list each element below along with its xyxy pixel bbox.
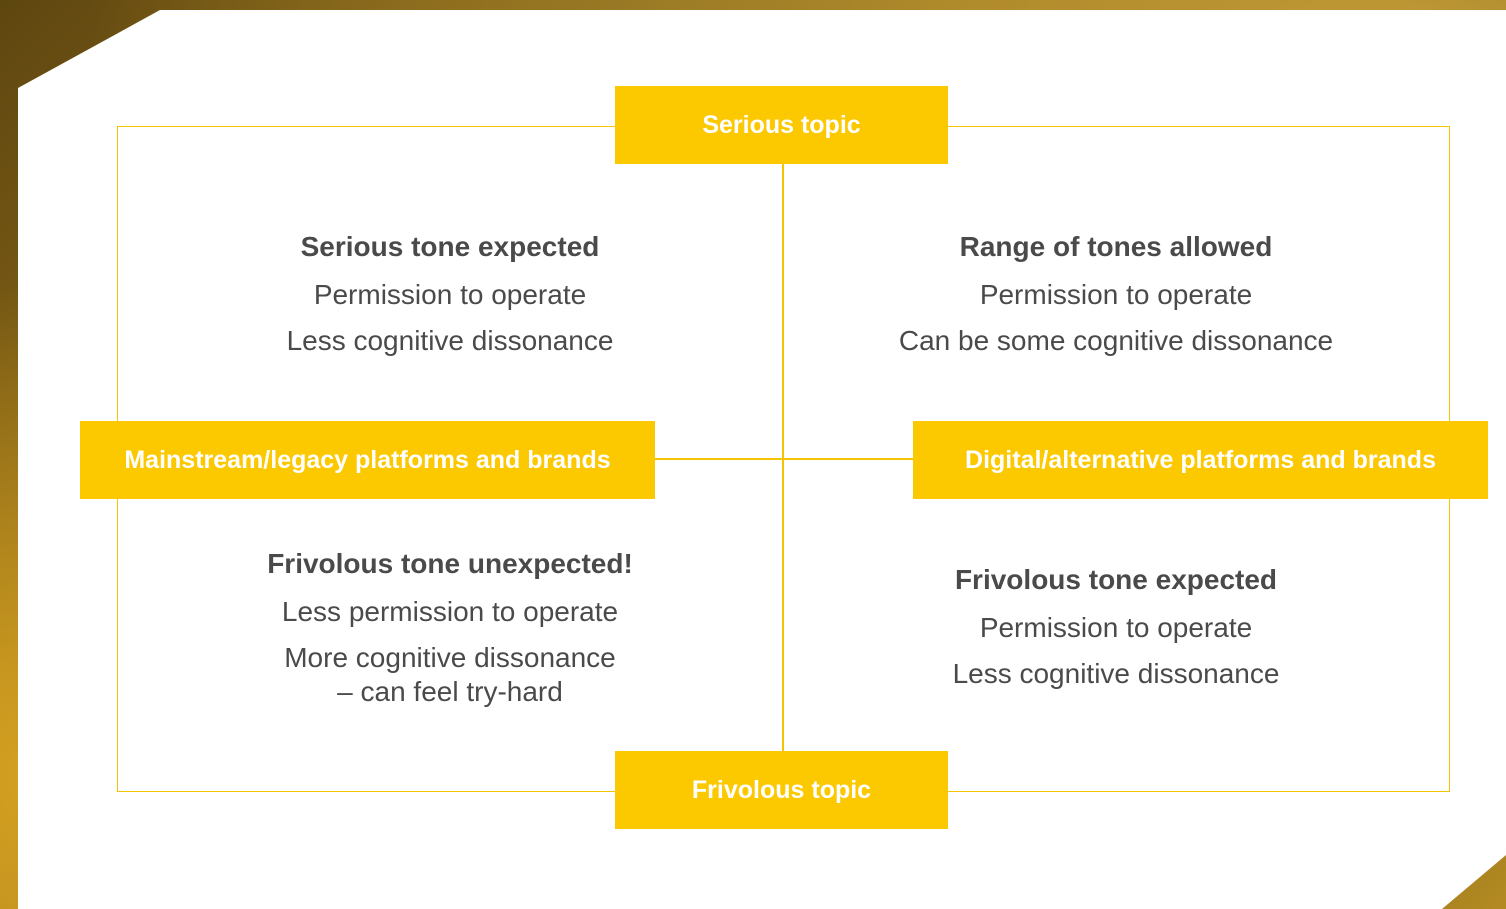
quadrant-title: Range of tones allowed — [959, 231, 1273, 262]
bottom-left-bracket — [117, 498, 617, 792]
quadrant-line: – can feel try-hard — [337, 675, 563, 707]
horizontal-axis-line — [654, 458, 914, 460]
vertical-axis-line — [782, 163, 784, 752]
quadrant-line: Less permission to operate — [281, 595, 619, 627]
quadrant-line: Permission to operate — [979, 278, 1253, 310]
quadrant-bottom-right: Frivolous tone expected Permission to op… — [836, 563, 1396, 704]
top-left-bracket — [117, 126, 617, 421]
top-right-bracket — [946, 126, 1450, 421]
axis-label-serious-topic: Serious topic — [615, 86, 948, 164]
quadrant-line: Less cognitive dissonance — [286, 325, 614, 357]
quadrant-line: Permission to operate — [313, 278, 587, 310]
quadrant-line: Can be some cognitive dissonance — [898, 325, 1334, 357]
quadrant-top-left: Serious tone expected Permission to oper… — [170, 230, 730, 371]
bottom-right-bracket — [946, 498, 1450, 792]
quadrant-line: Less cognitive dissonance — [952, 658, 1280, 690]
quadrant-line: More cognitive dissonance — [284, 642, 616, 674]
axis-label-mainstream-platforms: Mainstream/legacy platforms and brands — [80, 421, 655, 499]
quadrant-bottom-left: Frivolous tone unexpected! Less permissi… — [170, 547, 730, 708]
quadrant-title: Frivolous tone expected — [954, 564, 1278, 595]
axis-label-frivolous-topic: Frivolous topic — [615, 751, 948, 829]
quadrant-title: Serious tone expected — [300, 231, 600, 262]
quadrant-top-right: Range of tones allowed Permission to ope… — [836, 230, 1396, 371]
quadrant-title: Frivolous tone unexpected! — [267, 548, 633, 579]
axis-label-digital-platforms: Digital/alternative platforms and brands — [913, 421, 1488, 499]
quadrant-line: Permission to operate — [979, 611, 1253, 643]
